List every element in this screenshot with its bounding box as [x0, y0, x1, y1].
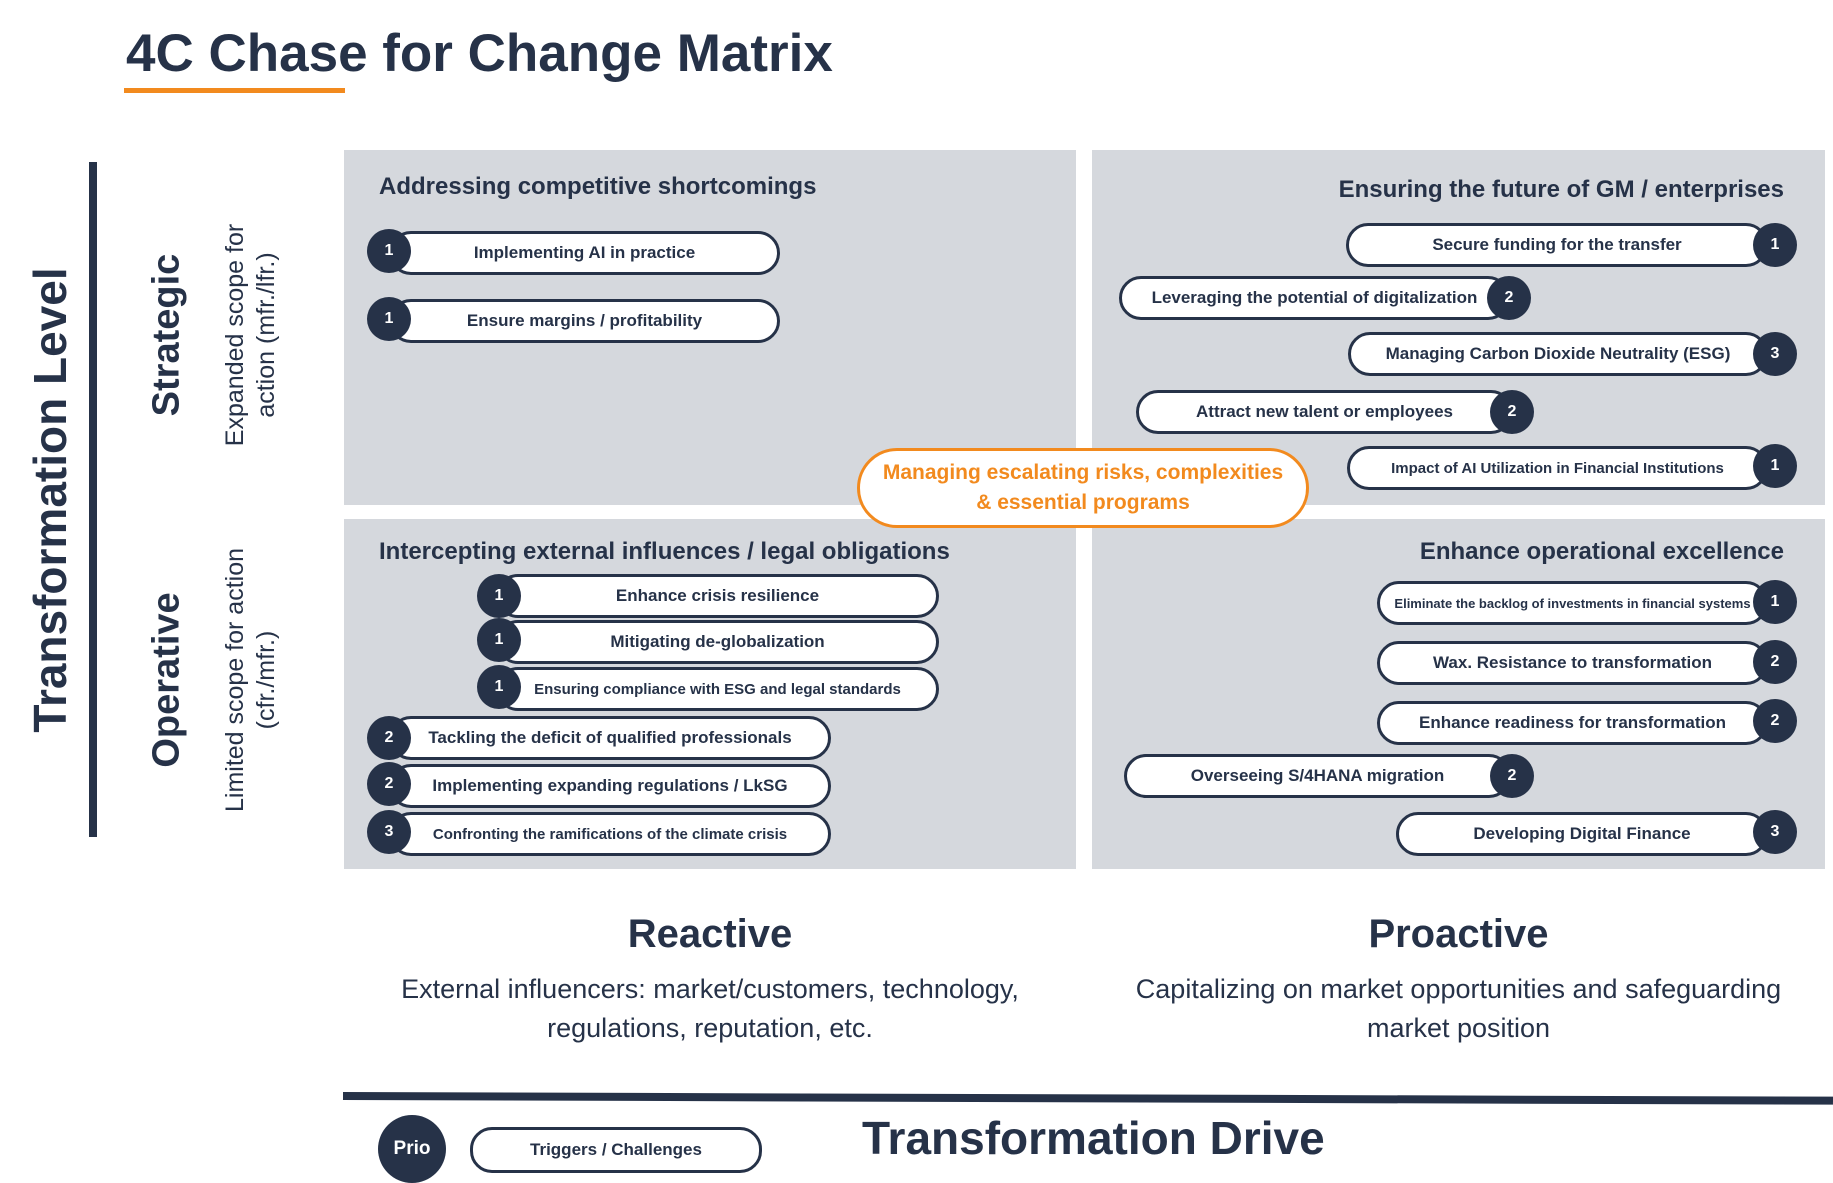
prio-badge: 2: [367, 716, 411, 760]
prio-badge: 2: [367, 762, 411, 806]
prio-badge: 2: [1487, 276, 1531, 320]
risk-callout: Managing escalating risks, complexities …: [857, 448, 1309, 528]
column-title-reactive: Reactive: [627, 912, 793, 956]
column-title-proactive: Proactive: [1368, 912, 1549, 956]
row-subtitle-line: (cfr./mfr.): [252, 630, 280, 730]
row-subtitle-operative: Limited scope for action (cfr./mfr.): [220, 548, 282, 812]
y-axis-title: Transformation Level: [24, 267, 76, 733]
quadrant-title: Intercepting external influences / legal…: [379, 538, 950, 565]
prio-badge: 2: [1490, 754, 1534, 798]
quadrant-title: Ensuring the future of GM / enterprises: [1338, 176, 1784, 203]
prio-badge: 2: [1490, 390, 1534, 434]
challenge-pill: Ensuring compliance with ESG and legal s…: [496, 667, 939, 711]
column-desc-reactive: External influencers: market/customers, …: [344, 970, 1076, 1048]
row-title-strategic: Strategic: [145, 253, 188, 417]
column-desc-line: regulations, reputation, etc.: [547, 1013, 873, 1043]
challenge-pill: Ensure margins / profitability: [389, 299, 780, 343]
quadrant-title: Addressing competitive shortcomings: [379, 173, 817, 200]
prio-badge: 3: [367, 810, 411, 854]
challenge-pill: Leveraging the potential of digitalizati…: [1119, 276, 1510, 320]
row-subtitle-line: Expanded scope for: [221, 223, 249, 447]
row-subtitle-line: Limited scope for action: [221, 547, 249, 813]
y-axis-line: [89, 162, 97, 837]
page-title: 4C Chase for Change Matrix: [126, 24, 833, 83]
prio-badge: 1: [367, 229, 411, 273]
row-title-operative: Operative: [145, 592, 188, 768]
prio-badge: 1: [1753, 444, 1797, 488]
challenge-pill: Attract new talent or employees: [1136, 390, 1513, 434]
column-desc-line: market position: [1366, 1013, 1551, 1043]
legend-pill: Triggers / Challenges: [470, 1127, 762, 1173]
quadrant-strategic-proactive: [1092, 150, 1825, 505]
challenge-pill: Enhance crisis resilience: [496, 574, 939, 618]
prio-badge: 1: [1753, 580, 1797, 624]
challenge-pill: Enhance readiness for transformation: [1377, 701, 1768, 745]
prio-badge: 1: [477, 665, 521, 709]
prio-badge: 3: [1753, 810, 1797, 854]
prio-badge: 3: [1753, 332, 1797, 376]
quadrant-title: Enhance operational excellence: [1419, 538, 1784, 565]
challenge-pill: Wax. Resistance to transformation: [1377, 641, 1768, 685]
prio-badge: 1: [477, 574, 521, 618]
prio-badge: 2: [1753, 640, 1797, 684]
prio-badge: 1: [1753, 223, 1797, 267]
column-desc-proactive: Capitalizing on market opportunities and…: [1092, 970, 1825, 1048]
prio-badge: 1: [477, 618, 521, 662]
challenge-pill: Eliminate the backlog of investments in …: [1377, 581, 1768, 625]
title-underline: [124, 88, 345, 93]
challenge-pill: Confronting the ramifications of the cli…: [389, 812, 831, 856]
x-axis-title: Transformation Drive: [862, 1112, 1325, 1164]
legend-prio-badge: Prio: [378, 1115, 446, 1183]
prio-badge: 1: [367, 297, 411, 341]
prio-badge: 2: [1753, 699, 1797, 743]
challenge-pill: Developing Digital Finance: [1396, 812, 1768, 856]
challenge-pill: Mitigating de-globalization: [496, 620, 939, 664]
row-subtitle-line: action (mfr./lfr.): [252, 252, 280, 418]
challenge-pill: Overseeing S/4HANA migration: [1124, 754, 1511, 798]
callout-line: Managing escalating risks, complexities: [882, 461, 1284, 484]
row-subtitle-strategic: Expanded scope for action (mfr./lfr.): [220, 224, 282, 446]
callout-line: & essential programs: [976, 491, 1190, 514]
challenge-pill: Impact of AI Utilization in Financial In…: [1347, 446, 1768, 490]
challenge-pill: Implementing AI in practice: [389, 231, 780, 275]
challenge-pill: Secure funding for the transfer: [1346, 223, 1768, 267]
challenge-pill: Implementing expanding regulations / LkS…: [389, 764, 831, 808]
column-desc-line: Capitalizing on market opportunities and…: [1135, 974, 1782, 1004]
challenge-pill: Tackling the deficit of qualified profes…: [389, 716, 831, 760]
x-axis-line: [342, 1092, 1833, 1105]
challenge-pill: Managing Carbon Dioxide Neutrality (ESG): [1348, 332, 1768, 376]
quadrant-operative-proactive: [1092, 519, 1825, 869]
column-desc-line: External influencers: market/customers, …: [401, 974, 1019, 1004]
